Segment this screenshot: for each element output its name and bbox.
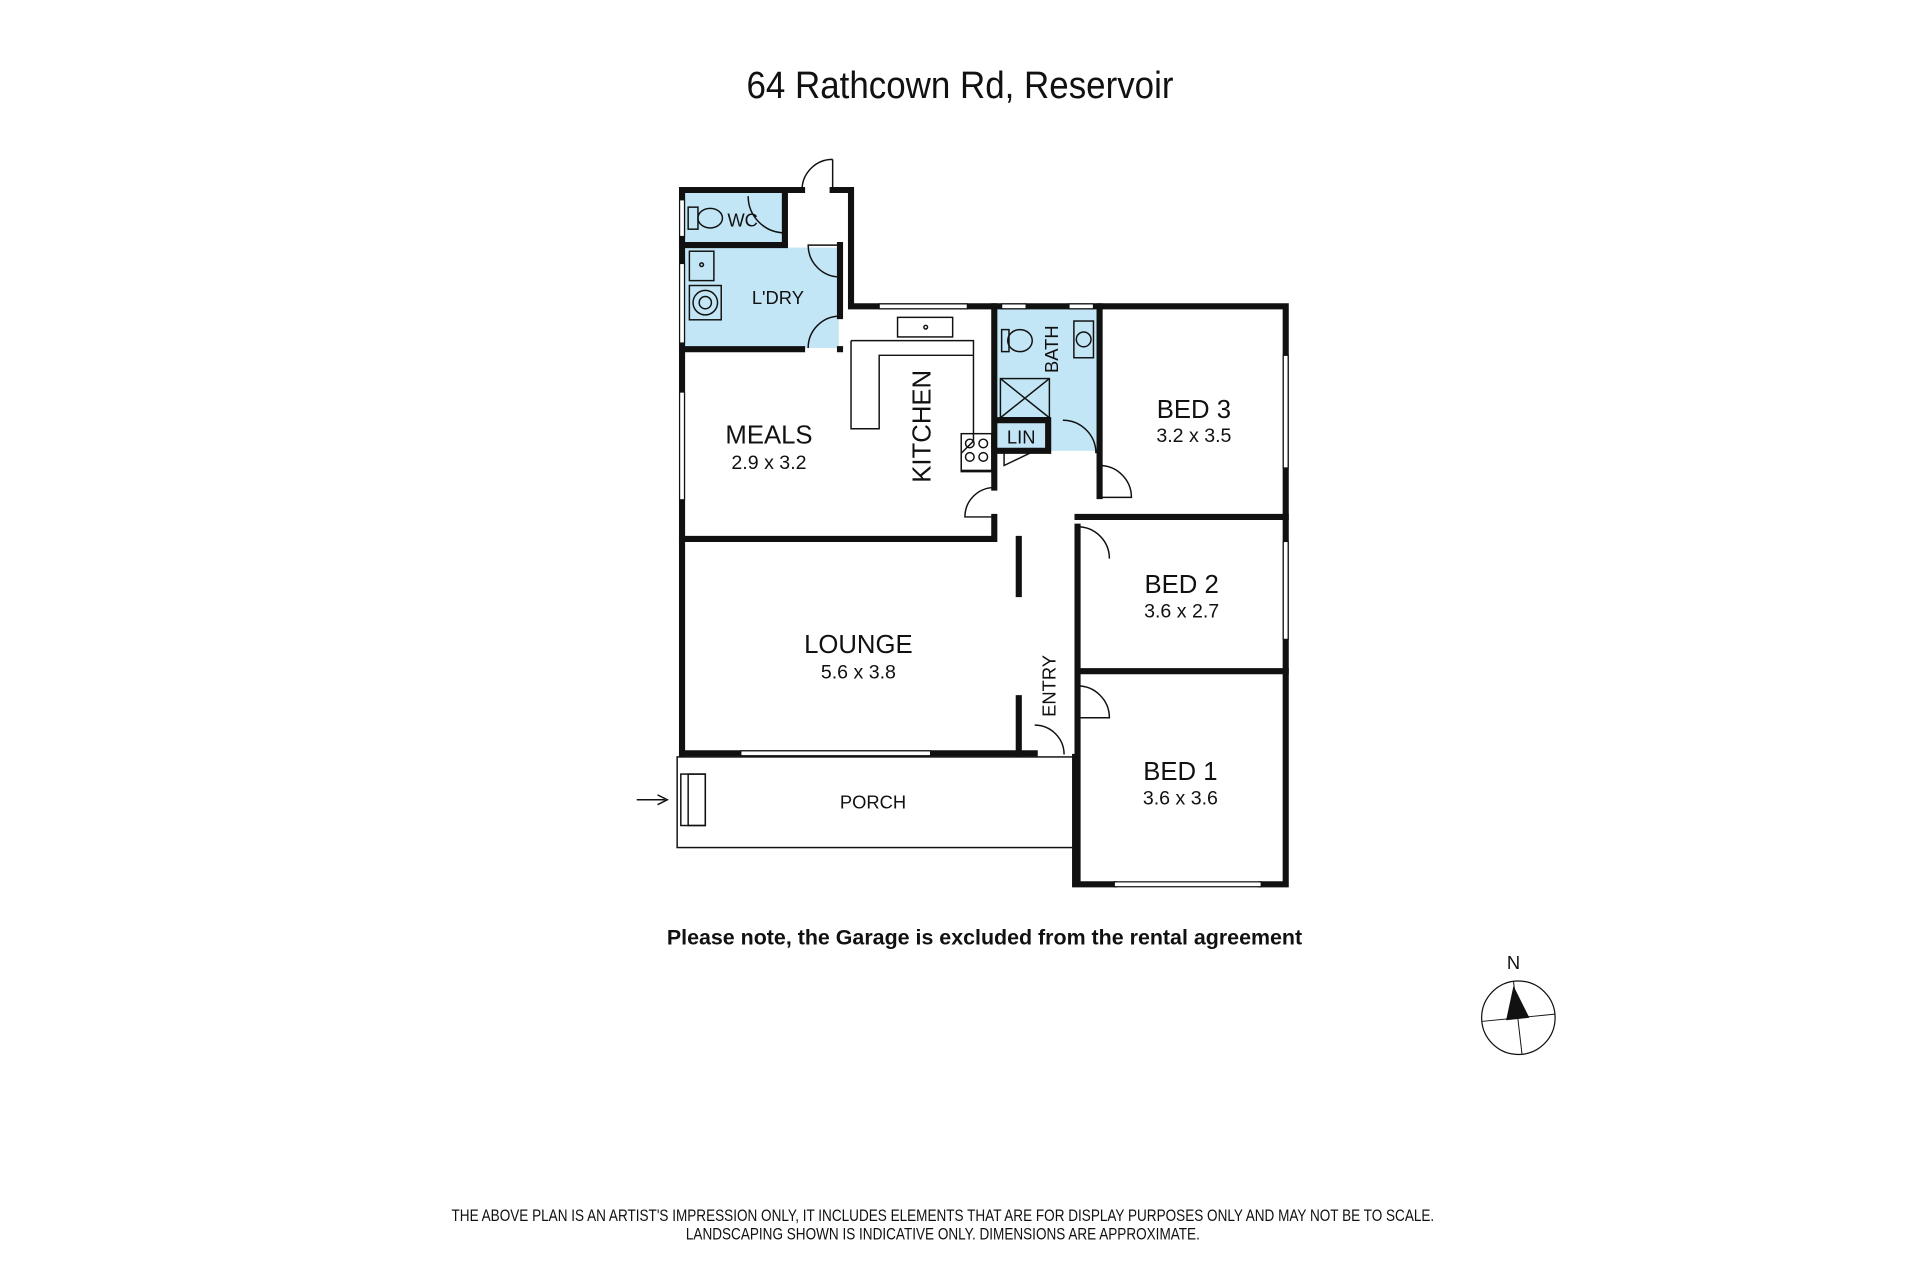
room-bed1-label: BED 1 [1143, 758, 1217, 786]
disclaimer-line-2: LANDSCAPING SHOWN IS INDICATIVE ONLY. DI… [686, 1225, 1200, 1244]
room-bed3-dims: 3.2 x 3.5 [1156, 425, 1231, 447]
north-compass-icon: N [1481, 952, 1556, 1056]
room-wc-label: WC [727, 210, 758, 231]
room-meals-label: MEALS [725, 421, 812, 449]
page-title: 64 Rathcown Rd, Reservoir [747, 64, 1174, 107]
doors [747, 158, 1133, 755]
room-laundry-label: L'DRY [752, 287, 804, 308]
room-linen-label: LIN [1007, 426, 1036, 447]
disclaimer-line-1: THE ABOVE PLAN IS AN ARTIST'S IMPRESSION… [452, 1207, 1435, 1226]
room-labels: WC L'DRY MEALS 2.9 x 3.2 KITCHEN BATH LI… [725, 210, 1231, 813]
room-bath-label: BATH [1041, 325, 1062, 373]
room-bed1-dims: 3.6 x 3.6 [1143, 788, 1218, 810]
rental-note: Please note, the Garage is excluded from… [667, 925, 1302, 949]
fixtures [687, 206, 1095, 473]
room-entry-label: ENTRY [1039, 655, 1060, 717]
wet-areas [684, 192, 1100, 451]
compass-north-label: N [1507, 952, 1520, 973]
room-lounge-label: LOUNGE [804, 631, 913, 659]
room-porch-label: PORCH [840, 791, 906, 812]
room-lounge-dims: 5.6 x 3.8 [821, 662, 896, 684]
entry-arrow-icon [636, 794, 669, 806]
room-kitchen-label: KITCHEN [909, 370, 937, 483]
room-meals-dims: 2.9 x 3.2 [731, 452, 806, 474]
room-bed2-label: BED 2 [1144, 571, 1218, 599]
room-bed3-label: BED 3 [1157, 396, 1231, 424]
windows [678, 199, 1289, 888]
room-bed2-dims: 3.6 x 2.7 [1144, 600, 1219, 622]
